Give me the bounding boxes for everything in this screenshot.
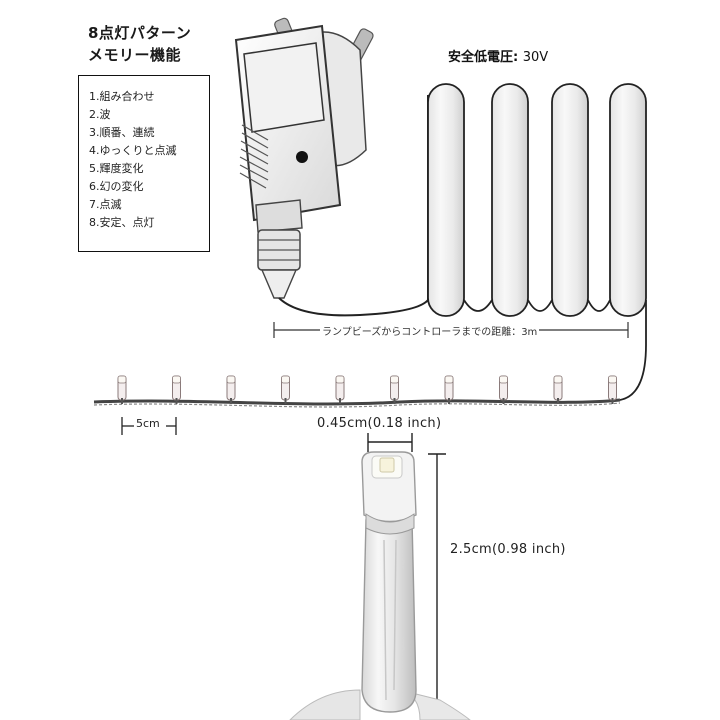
- spacing-label: 5cm: [136, 417, 160, 430]
- voltage-label: 安全低電圧: 30V: [448, 46, 548, 65]
- mini-bulb: [608, 375, 617, 404]
- mode-item: 1.組み合わせ: [89, 90, 155, 103]
- mini-bulb: [335, 375, 345, 404]
- mini-bulb: [117, 375, 127, 404]
- bulb-height-label: 2.5cm(0.98 inch): [450, 542, 566, 557]
- width-dimension: [367, 433, 413, 452]
- spacing-dimension: [121, 417, 177, 435]
- mode-item: 2.波: [89, 108, 111, 121]
- mini-bulb: [390, 375, 399, 404]
- mode-item: 6.幻の変化: [89, 180, 144, 193]
- mini-bulb: [444, 375, 454, 404]
- mini-bulb: [172, 375, 181, 404]
- bulb-width-label: 0.45cm(0.18 inch): [317, 416, 442, 431]
- distance-label: ランプビーズからコントローラまでの距離：3m: [320, 323, 540, 338]
- controller-cable: [278, 95, 429, 317]
- mode-item: 5.輝度変化: [89, 162, 144, 175]
- mode-item: 3.順番、連続: [89, 126, 155, 139]
- mini-bulb: [226, 375, 236, 404]
- mini-bulb: [553, 375, 563, 404]
- bulb-closeup: [289, 451, 471, 720]
- voltage-label-text: 安全低電圧:: [448, 50, 519, 65]
- mode-list-box: 1.組み合わせ 2.波 3.順番、連続 4.ゆっくりと点滅 5.輝度変化 6.幻…: [78, 75, 210, 252]
- height-dimension: [428, 453, 446, 706]
- voltage-value: 30V: [522, 50, 549, 65]
- bulb-row: [117, 375, 617, 404]
- string-wire: [93, 398, 621, 406]
- mini-bulb: [281, 375, 290, 404]
- title-line-2: メモリー機能: [88, 46, 182, 64]
- cable-coil: [427, 83, 647, 317]
- mode-item: 4.ゆっくりと点滅: [89, 144, 177, 157]
- mode-item: 7.点滅: [89, 198, 122, 211]
- controller-plug: [234, 17, 374, 299]
- string-feed-cable: [619, 300, 647, 401]
- mode-button-icon: [296, 151, 308, 163]
- controller-panel: [243, 42, 325, 133]
- mode-item: 8.安定、点灯: [89, 216, 155, 229]
- mini-bulb: [499, 375, 508, 404]
- title-line-1: 8点灯パターン: [88, 24, 192, 42]
